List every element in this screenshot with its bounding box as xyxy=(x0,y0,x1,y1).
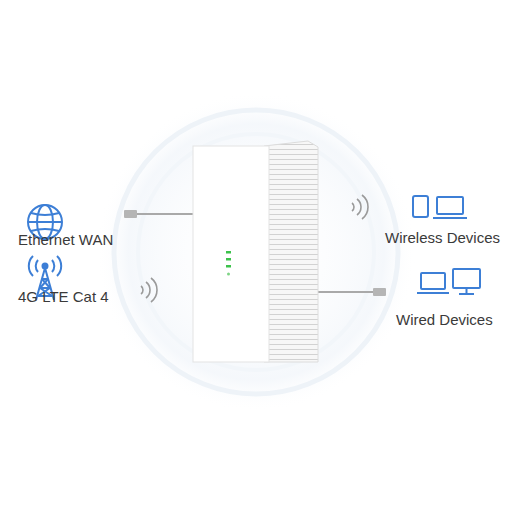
wireless-waves xyxy=(141,278,157,302)
status-led xyxy=(227,273,230,276)
wireless-waves xyxy=(352,195,368,219)
router-fins xyxy=(264,141,318,362)
ethernet-cable xyxy=(136,213,194,215)
device-label: 4G LTE Cat 4 xyxy=(18,288,109,306)
laptop-monitor-icon xyxy=(417,269,480,294)
device-label: Wired Devices xyxy=(396,311,493,329)
status-led xyxy=(226,258,231,261)
ethernet-cable xyxy=(318,291,374,293)
signal-ring xyxy=(138,134,374,370)
signal-glow xyxy=(96,92,416,412)
cable-plug xyxy=(124,210,137,218)
status-led xyxy=(226,251,231,254)
cable-plug xyxy=(373,288,386,296)
router-body xyxy=(193,146,269,362)
tablet-laptop-icon xyxy=(413,196,467,218)
device-label: Wireless Devices xyxy=(385,229,500,247)
signal-ring xyxy=(114,110,398,394)
status-led xyxy=(226,265,231,268)
device-label: Ethernet WAN xyxy=(18,231,113,249)
